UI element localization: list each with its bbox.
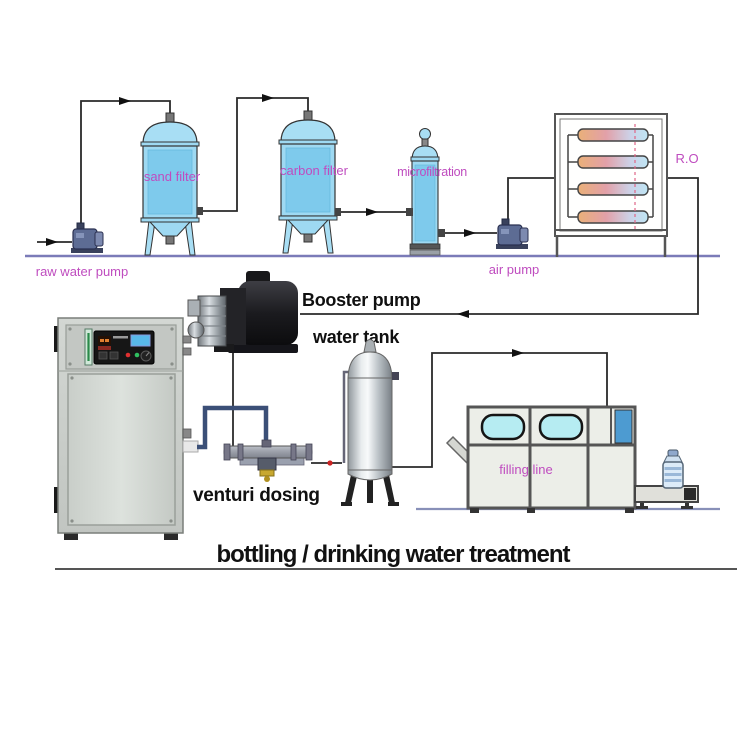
venturi-valve (257, 457, 277, 471)
pipe-red-valve-dot (327, 460, 333, 466)
arrow-to-filling (512, 349, 524, 357)
red-indicator-light (125, 352, 131, 358)
filling-window-1 (480, 413, 526, 441)
ro-membrane-3 (577, 182, 649, 196)
label-microfiltration: microfiltration (397, 165, 467, 179)
conveyor-motor (684, 488, 696, 500)
ozone-pipe (197, 405, 269, 450)
sand-filter-vessel (140, 112, 200, 256)
ozone-outlet-fitting (182, 440, 199, 453)
tank-nozzle (392, 372, 399, 380)
filling-machine (445, 405, 637, 513)
label-raw-water-pump: raw water pump (36, 264, 128, 279)
lcd-screen (130, 334, 151, 347)
filling-window-2 (538, 413, 584, 441)
pipes (37, 97, 699, 468)
digital-display (98, 336, 111, 345)
pipe-sand-to-carbon (203, 97, 309, 212)
label-filling-line: filling line (499, 462, 552, 477)
conveyor (634, 485, 699, 509)
water-tank-vessel (341, 339, 399, 506)
ro-unit (554, 113, 668, 257)
ro-membrane-2 (577, 155, 649, 169)
panel-button-2 (109, 351, 119, 360)
cabinet-hinge-top (54, 326, 59, 352)
label-air-pump: air pump (489, 262, 540, 277)
arrow-to-airpump (464, 229, 476, 237)
cabinet-door (67, 373, 176, 526)
arrow-to-micro (366, 208, 378, 216)
arrow-ro-return (457, 310, 469, 318)
arrow-to-carbon (262, 94, 274, 102)
microfiltration-cartridge (406, 128, 445, 256)
arrow-to-sand (119, 97, 131, 105)
pipe-ro-to-boosterpump (300, 177, 699, 315)
green-indicator-light (134, 352, 140, 358)
label-ro: R.O (675, 151, 698, 166)
pipe-tank-to-fillingline (392, 352, 608, 468)
carbon-filter-vessel (278, 110, 338, 254)
label-sand-filter: sand filter (144, 169, 201, 184)
arrow-feed (46, 238, 58, 246)
filling-blue-panel (614, 409, 633, 444)
bottle-icon (662, 449, 684, 489)
ro-membranes (568, 128, 653, 224)
carbon-filter-outlet (335, 208, 341, 216)
sand-filter-outlet (197, 207, 203, 215)
control-panel (93, 330, 155, 365)
booster-pump-image (187, 271, 298, 353)
label-booster-pump: Booster pump (302, 290, 421, 310)
flow-arrows (46, 94, 524, 357)
ro-membrane-1 (577, 128, 649, 142)
label-water-tank: water tank (312, 327, 400, 347)
raw-water-pump-icon (70, 222, 104, 254)
diagram-title: bottling / drinking water treatment (216, 541, 570, 568)
ro-membrane-4 (577, 210, 649, 224)
panel-button-1 (98, 351, 108, 360)
venturi-assembly (223, 439, 313, 482)
label-venturi-dosing: venturi dosing (193, 485, 320, 506)
label-carbon-filter: carbon filter (280, 163, 349, 178)
venturi-valve-handle (259, 469, 275, 477)
air-pump-icon (495, 218, 529, 250)
pipe-airpump-to-ro (507, 177, 555, 219)
ozone-generator-cabinet (54, 317, 199, 540)
cabinet-hinge-bottom (54, 487, 59, 513)
